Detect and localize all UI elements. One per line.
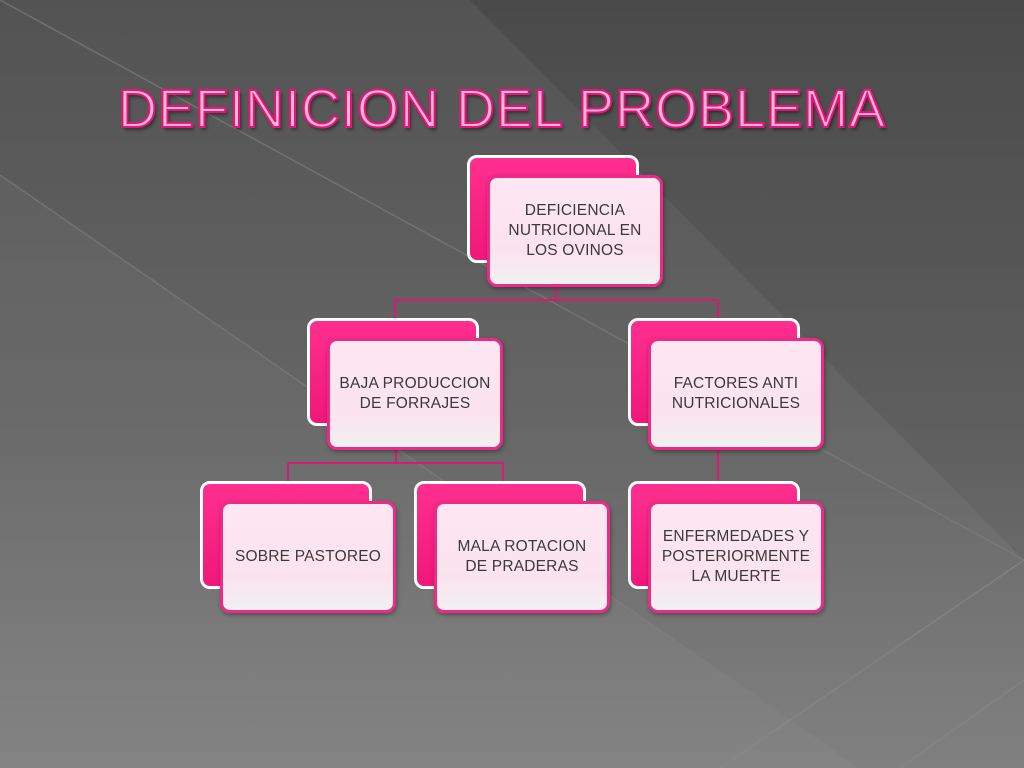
slide-title: DEFINICION DEL PROBLEMA xyxy=(117,78,887,140)
node-left-text: BAJA PRODUCCION DE FORRAJES xyxy=(339,375,491,412)
node-leaf-2-text: MALA ROTACION DE PRADERAS xyxy=(457,538,587,575)
node-root-box: DEFICIENCIA NUTRICIONAL EN LOS OVINOS xyxy=(487,175,663,287)
node-leaf-3-box: ENFERMEDADES Y POSTERIORMENTE LA MUERTE xyxy=(648,501,824,613)
node-leaf-2-box: MALA ROTACION DE PRADERAS xyxy=(434,501,610,613)
node-leaf-1-box: SOBRE PASTOREO xyxy=(220,501,396,613)
node-right-box: FACTORES ANTI NUTRICIONALES xyxy=(648,338,824,450)
node-left-box: BAJA PRODUCCION DE FORRAJES xyxy=(327,338,503,450)
node-root-text: DEFICIENCIA NUTRICIONAL EN LOS OVINOS xyxy=(508,202,642,259)
node-leaf-1-text: SOBRE PASTOREO xyxy=(234,548,382,565)
node-right-text: FACTORES ANTI NUTRICIONALES xyxy=(671,375,801,412)
node-leaf-3-text: ENFERMEDADES Y POSTERIORMENTE LA MUERTE xyxy=(661,528,811,585)
